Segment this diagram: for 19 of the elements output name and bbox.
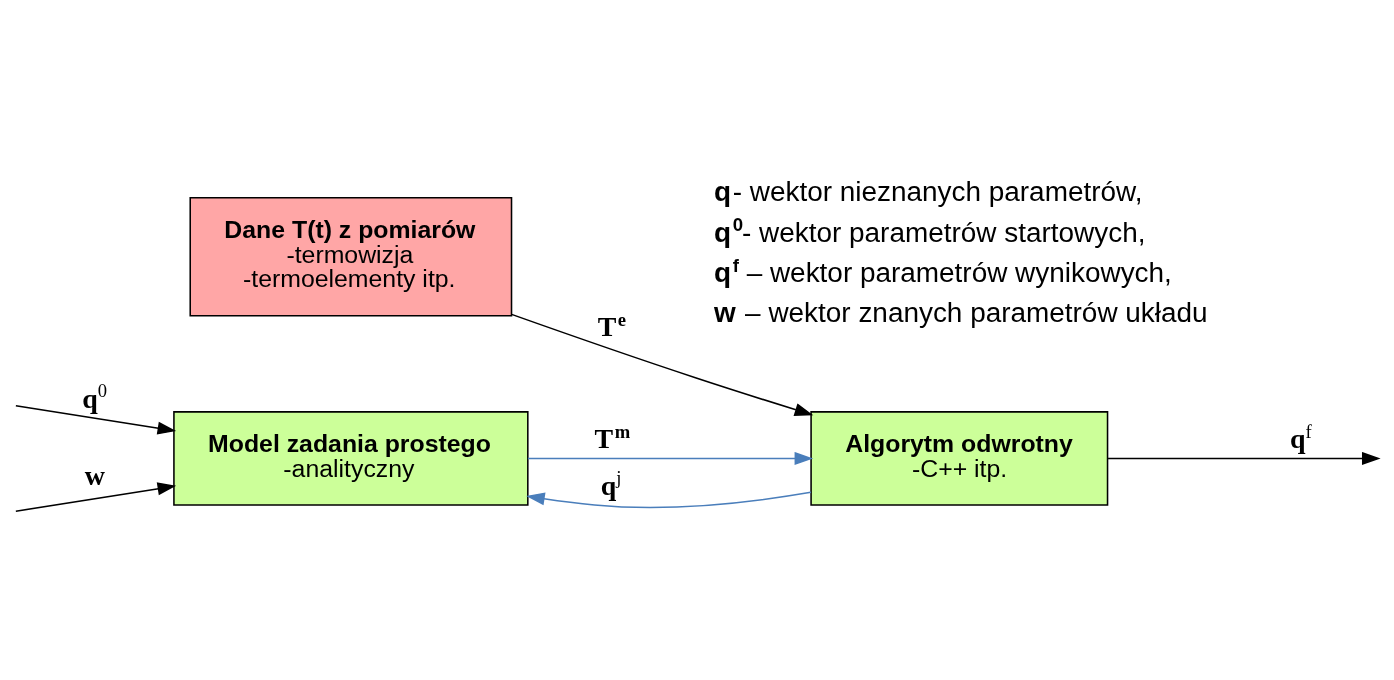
- node-box: Dane T(t) z pomiarów -termowizja -termoelementy itp.: [189, 196, 513, 317]
- node-box: Algorytm odwrotny -C++ itp.: [810, 411, 1109, 506]
- arrow: [526, 491, 812, 509]
- edge-label: T$^{e}$: [597, 308, 627, 343]
- label: q$^{f}$ – wektor parametrów wynikowych,: [714, 254, 1172, 289]
- node-box: Model zadania prostego -analityczny: [173, 411, 529, 506]
- edge-label: q$^{j}$: [600, 467, 622, 501]
- label: q- wektor nieznanych parametrów,: [714, 176, 1143, 208]
- arrow: [15, 482, 177, 512]
- arrow: [1107, 451, 1381, 465]
- label: q$^{0}$- wektor parametrów startowych,: [714, 214, 1146, 248]
- arrow: [15, 404, 177, 435]
- arrow: [527, 451, 814, 465]
- label: w – wektor znanych parametrów układu: [714, 297, 1208, 329]
- edge-label: T$^{m}$: [594, 420, 631, 455]
- arrow: [510, 313, 814, 416]
- edge-label: q$^{f}$: [1289, 420, 1312, 455]
- edge-label: w: [84, 460, 105, 492]
- edge-label: q$^{0}$: [82, 380, 108, 414]
